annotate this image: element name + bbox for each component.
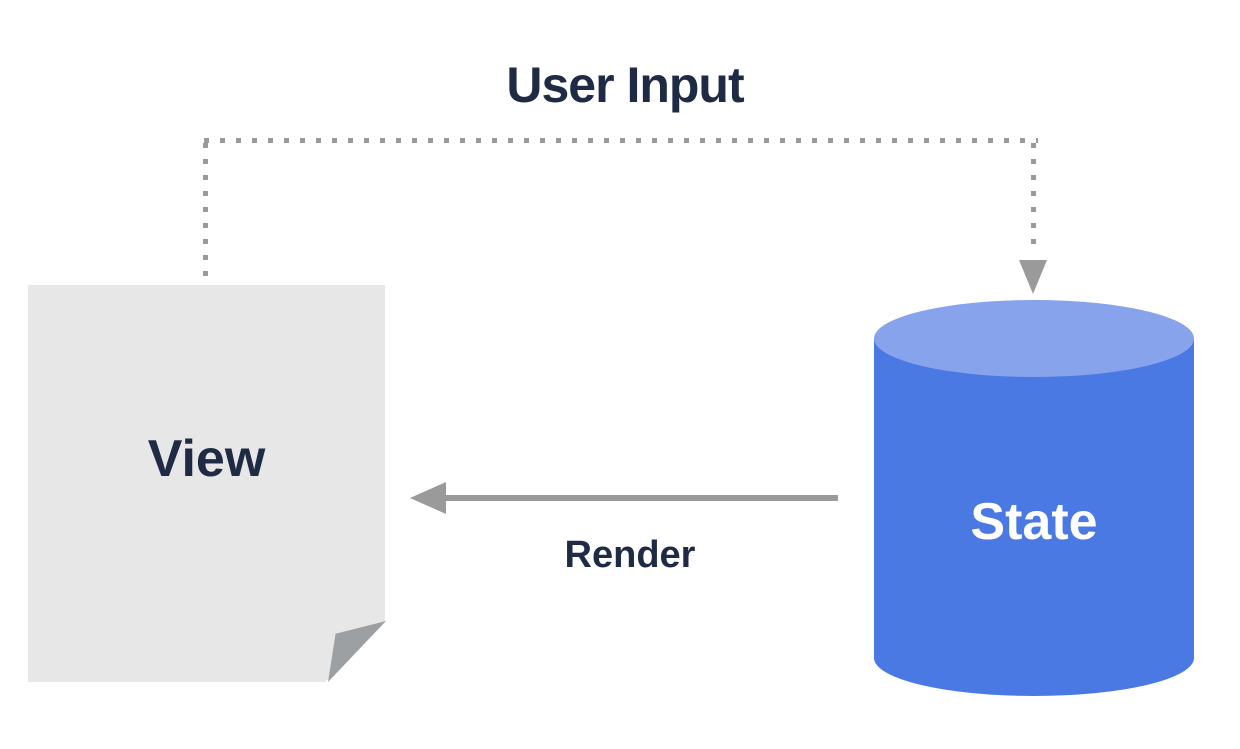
user-input-connector-left-vertical (203, 143, 208, 283)
view-node: View (28, 285, 385, 682)
render-arrow-line (436, 495, 838, 501)
user-input-connector-right-vertical (1031, 143, 1036, 255)
arrowhead-left-icon (410, 482, 446, 514)
arrowhead-down-icon (1019, 260, 1047, 294)
state-cylinder-top (874, 300, 1194, 377)
view-node-label: View (147, 430, 266, 488)
state-node-label: State (970, 493, 1098, 551)
render-edge-label: Render (564, 534, 696, 576)
user-input-connector-horizontal (204, 138, 1038, 143)
user-input-edge-label: User Input (506, 57, 744, 113)
state-node (874, 338, 1194, 696)
